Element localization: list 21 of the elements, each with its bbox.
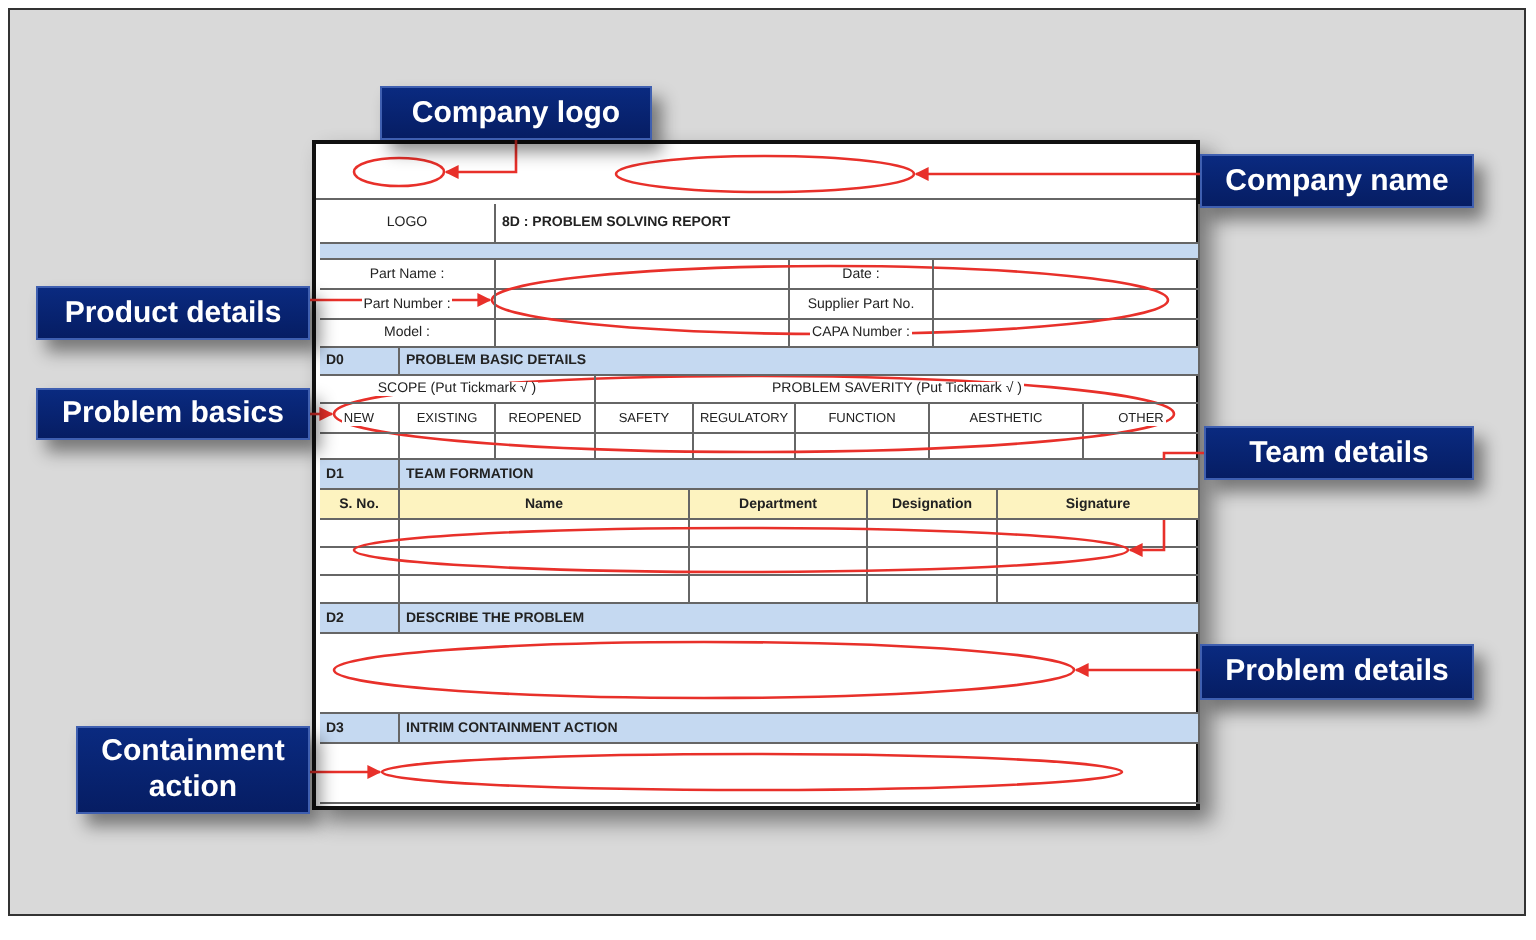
highlight-ellipse [352, 526, 1130, 574]
arrow [310, 407, 334, 421]
callout-label: Problem details [1200, 644, 1474, 700]
callout-label: Team details [1204, 426, 1474, 480]
highlight-ellipse [352, 156, 446, 188]
highlight-ellipse [490, 264, 1170, 336]
highlight-ellipse [614, 154, 916, 194]
arrow [1074, 663, 1200, 677]
highlight-ellipse [332, 640, 1076, 700]
callout-label: Product details [36, 286, 310, 340]
callout-label: Company name [1200, 154, 1474, 208]
arrow [310, 765, 382, 779]
arrow [310, 293, 492, 307]
arrow [444, 140, 518, 179]
callout-label: Containment action [76, 726, 310, 814]
arrow [914, 167, 1200, 181]
callout-label: Problem basics [36, 388, 310, 440]
callout-label: Company logo [380, 86, 652, 140]
highlight-ellipse [332, 374, 1176, 454]
arrow [1128, 451, 1204, 557]
highlight-ellipse [380, 752, 1124, 792]
